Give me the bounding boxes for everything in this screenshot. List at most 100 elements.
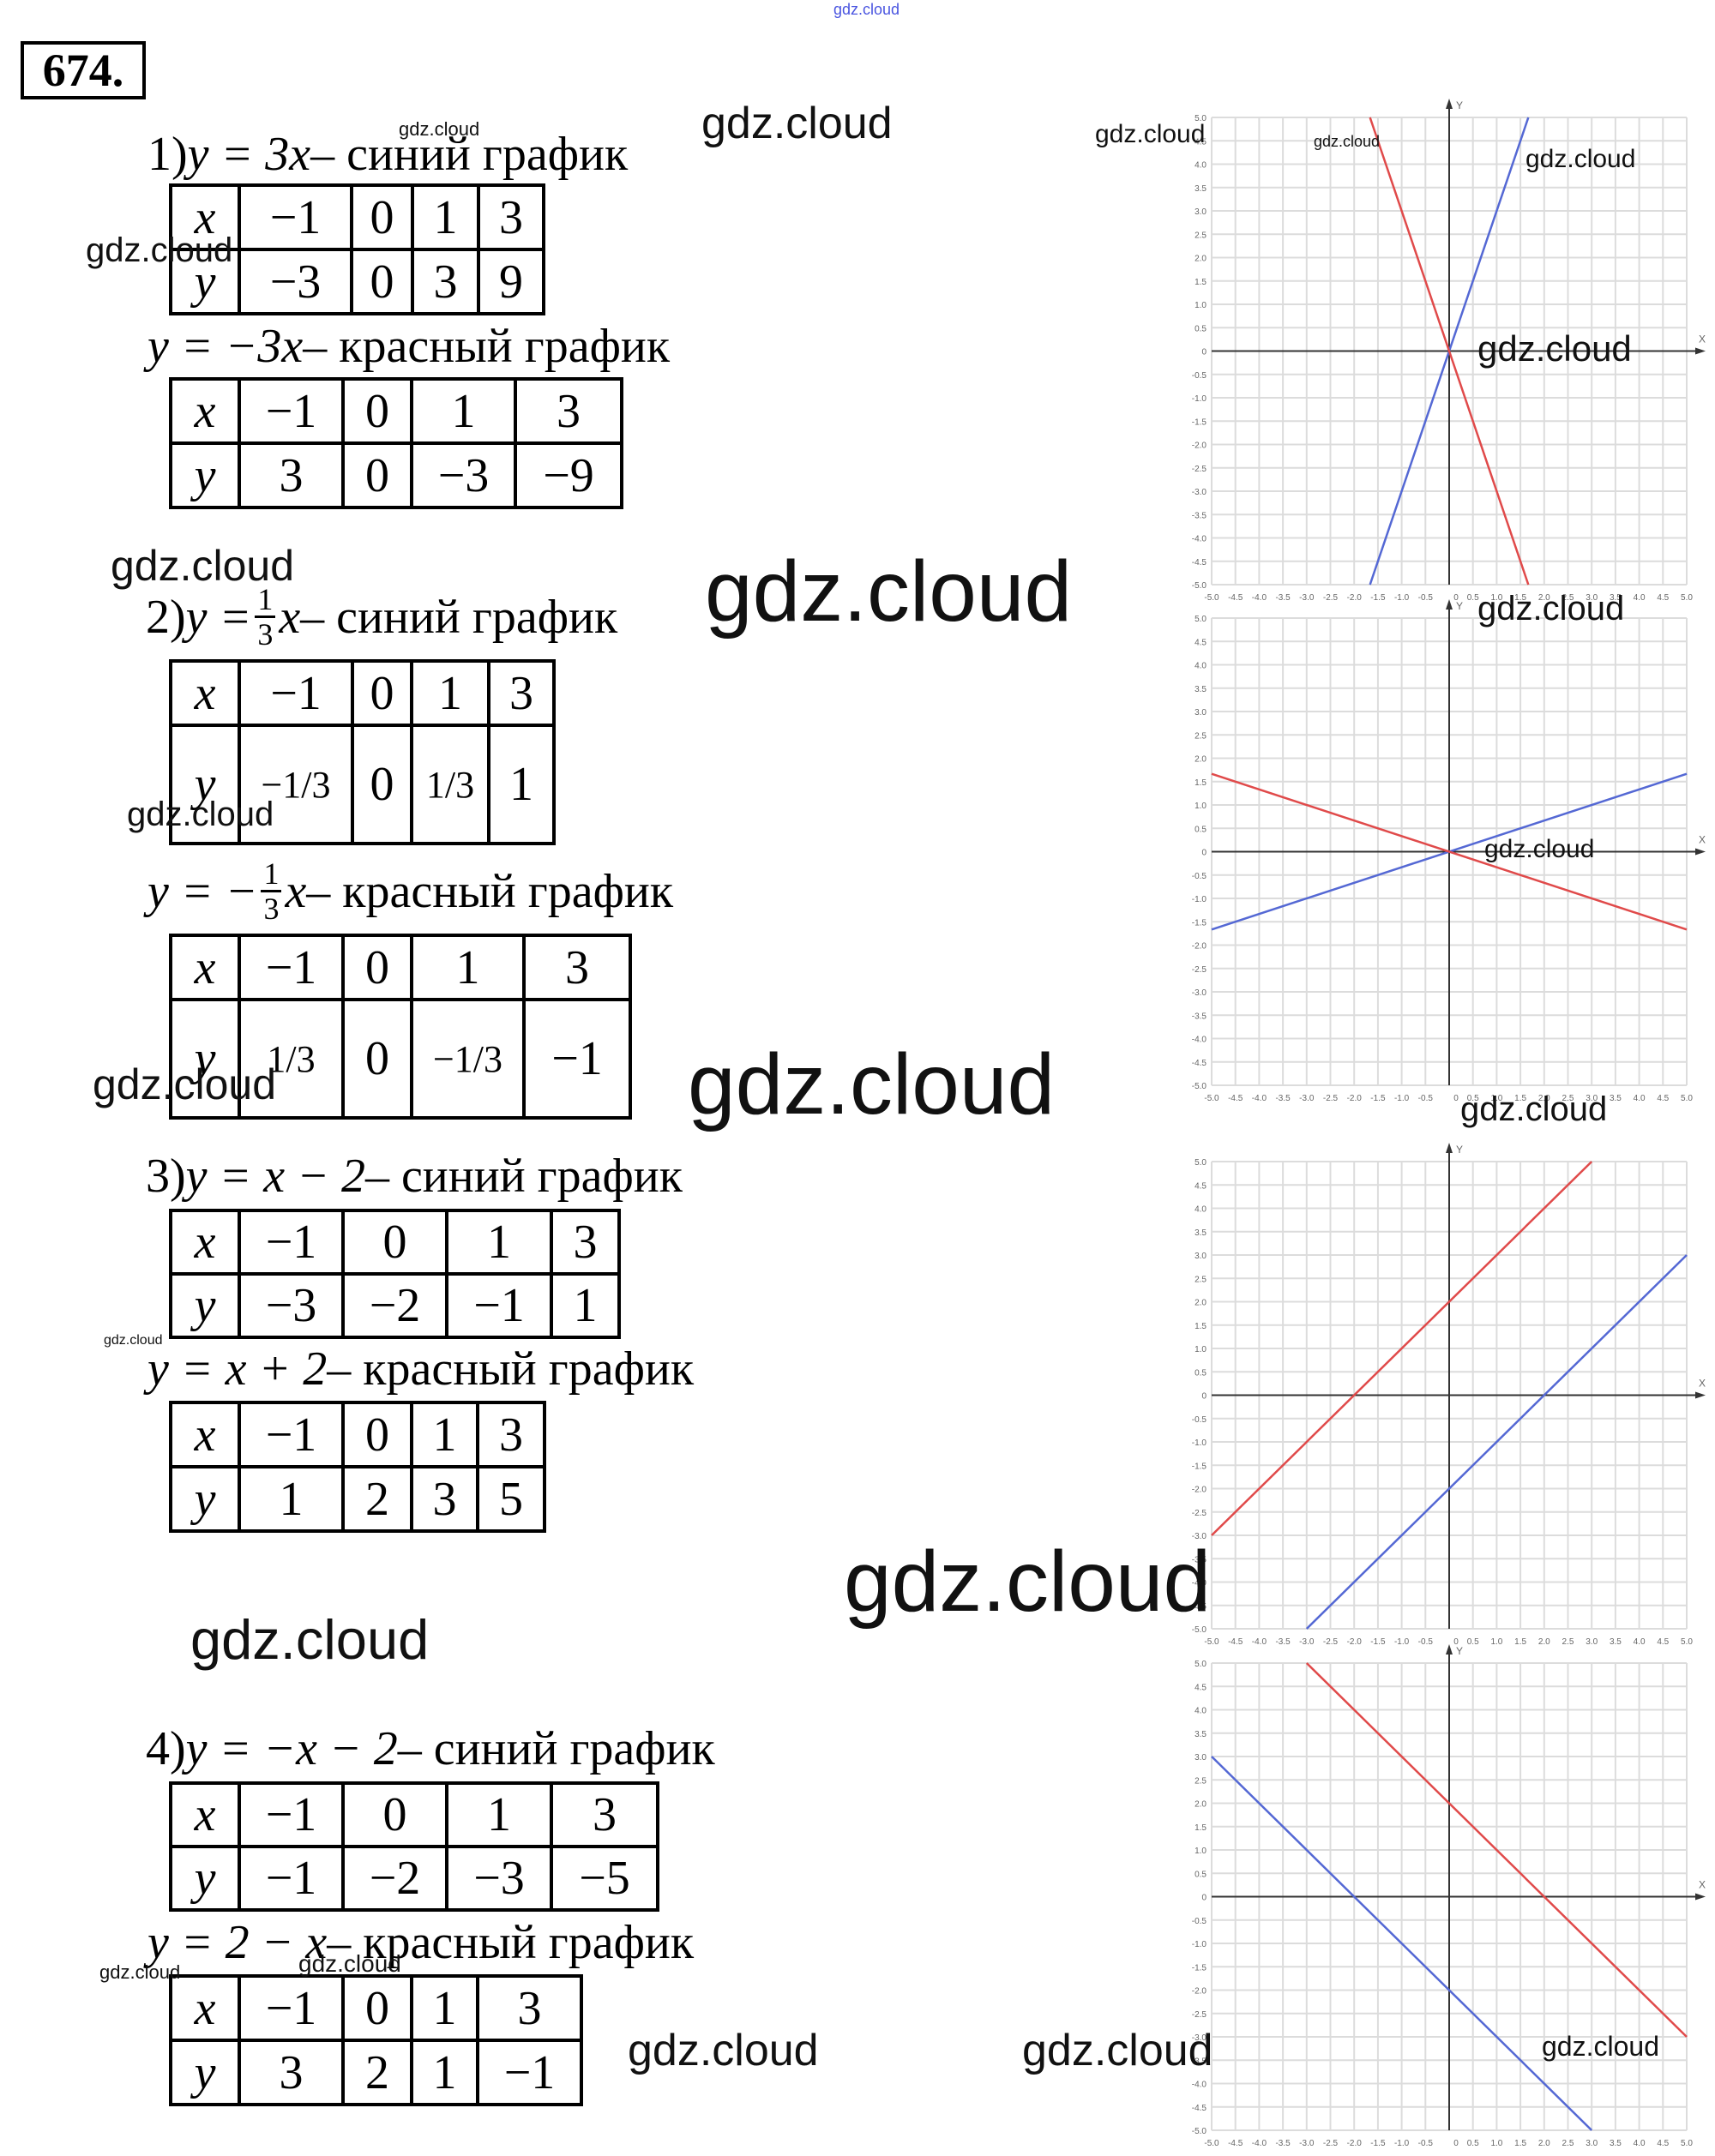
equation-header: y = 2 − x – красный график (147, 1915, 694, 1970)
y-tick-label: 1.0 (1194, 802, 1207, 811)
table-cell: 1/3 (238, 998, 345, 1120)
y-tick-label: 0.5 (1194, 825, 1207, 834)
x-tick-label: 2.5 (1562, 1637, 1574, 1647)
x-tick-label: -3.0 (1299, 593, 1315, 603)
numerator: 1 (261, 857, 282, 892)
red-graph-line (1211, 772, 1688, 931)
y-tick-label: 0 (1201, 1392, 1207, 1402)
watermark: gdz.cloud (1314, 133, 1381, 150)
x-tick-label: 4.0 (1634, 1637, 1646, 1647)
equation-header: y = −3x – красный график (147, 319, 670, 374)
y-tick-label: 4.0 (1194, 161, 1207, 171)
y-tick-label: -2.0 (1192, 1486, 1207, 1495)
graph-description: – красный график (306, 864, 674, 918)
graph-description: – красный график (327, 1342, 695, 1396)
y-tick-label: -5.0 (1192, 1625, 1207, 1635)
table-cell: 2 (341, 2039, 413, 2106)
table-cell: 0 (341, 1781, 448, 1848)
x-label: x (169, 1974, 241, 2042)
table-cell: 1 (445, 1781, 553, 1848)
equation-header: 3) y = x − 2 – синий график (146, 1149, 683, 1204)
y-tick-label: 2.5 (1194, 1776, 1207, 1786)
red-graph-line (1369, 117, 1530, 586)
x-tick-label: 1.5 (1514, 593, 1526, 603)
x-axis-label: X (1699, 1879, 1706, 1891)
table-cell: 1 (410, 934, 526, 1001)
y-tick-label: 1.5 (1194, 1823, 1207, 1833)
table-cell: 3 (487, 659, 556, 727)
x-tick-label: 2.5 (1562, 1094, 1574, 1103)
x-tick-label: -1.0 (1394, 1094, 1410, 1103)
y-tick-label: 0.5 (1194, 1870, 1207, 1879)
x-tick-label: -2.5 (1323, 1094, 1339, 1103)
table-cell: −3 (238, 1272, 345, 1339)
x-label: x (169, 377, 241, 445)
table-cell: 1 (410, 659, 490, 727)
watermark: gdz.cloud (111, 542, 295, 590)
y-tick-label: 3.5 (1194, 685, 1207, 694)
graph-description: – красный график (303, 320, 671, 373)
table-cell: 0 (350, 248, 414, 315)
watermark: gdz.cloud (1542, 2031, 1659, 2062)
x-label: x (169, 1209, 241, 1276)
y-tick-label: -3.0 (1192, 488, 1207, 497)
x-tick-label: 1.0 (1490, 1637, 1502, 1647)
x-tick-label: 5.0 (1681, 593, 1693, 603)
watermark: gdz.cloud (99, 1961, 181, 1983)
table-cell: 0 (351, 724, 413, 845)
watermark: gdz.cloud (1477, 590, 1625, 628)
x-tick-label: -4.0 (1252, 1094, 1267, 1103)
y-tick-label: 3.5 (1194, 1228, 1207, 1238)
x-tick-label: -2.0 (1347, 593, 1363, 603)
table-cell: −1 (238, 1401, 345, 1468)
y-label: y (169, 1272, 241, 1339)
exercise-number: 674. (21, 41, 146, 99)
y-tick-label: -3.5 (1192, 1012, 1207, 1021)
formula: y = 2 − x (147, 1916, 328, 1969)
x-tick-label: -5.0 (1204, 593, 1219, 603)
graph-description: – синий график (310, 128, 629, 181)
y-label: y (169, 248, 241, 315)
y-tick-label: -2.5 (1192, 2010, 1207, 2020)
y-tick-label: 4.5 (1194, 1683, 1207, 1692)
y-tick-label: -0.5 (1192, 872, 1207, 881)
item-number: 2) (146, 590, 186, 644)
y-tick-label: -3.0 (1192, 2033, 1207, 2043)
y-tick-label: -4.0 (1192, 2081, 1207, 2090)
y-tick-label: -0.5 (1192, 371, 1207, 381)
y-tick-label: 2.0 (1194, 255, 1207, 264)
table-cell: −1 (238, 1781, 345, 1848)
y-tick-label: -4.0 (1192, 1579, 1207, 1588)
y-tick-label: 5.0 (1194, 615, 1207, 624)
table-cell: 0 (341, 1401, 413, 1468)
y-tick-label: -2.5 (1192, 1509, 1207, 1518)
function-graph: -5.0-5.0-4.5-4.5-4.0-4.0-3.5-3.5-3.0-3.0… (1192, 599, 1706, 1103)
formula: y = (185, 590, 252, 644)
table-cell: 0 (341, 1974, 413, 2042)
watermark: gdz.cloud (833, 1, 900, 18)
table-cell: −1 (238, 1974, 345, 2042)
formula: y = 3x (187, 128, 311, 181)
x-tick-label: -3.0 (1299, 1637, 1315, 1647)
watermark: gdz.cloud (688, 1036, 1056, 1132)
table-cell: 0 (350, 183, 414, 251)
y-tick-label: 3.0 (1194, 708, 1207, 718)
x-label: x (169, 1401, 241, 1468)
y-axis-label: Y (1456, 1144, 1463, 1156)
y-tick-label: -3.0 (1192, 1532, 1207, 1541)
y-label: y (169, 1465, 241, 1533)
x-axis-arrow-icon (1695, 848, 1706, 856)
watermark: gdz.cloud (86, 231, 233, 269)
y-label: y (169, 1845, 241, 1912)
function-graph: -5.0-5.0-4.5-4.5-4.0-4.0-3.5-3.5-3.0-3.0… (1192, 99, 1706, 603)
y-tick-label: -1.5 (1192, 1462, 1207, 1471)
